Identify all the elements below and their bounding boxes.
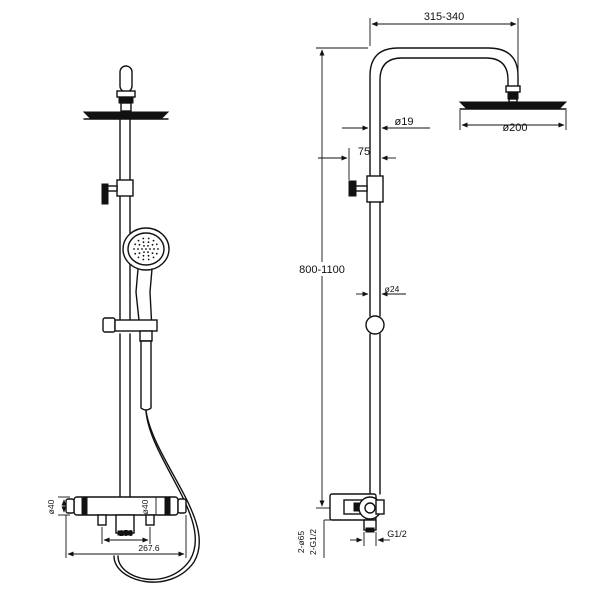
dim-mixer-height-left: ø40 xyxy=(46,499,56,514)
spray-nozzle-dot xyxy=(151,252,154,255)
spray-nozzle-dot xyxy=(152,256,155,259)
spray-nozzle-dot xyxy=(142,258,145,261)
front-hose xyxy=(113,410,201,583)
side-dim-riser-diameter: ø24 xyxy=(356,284,406,297)
spray-nozzle-dot xyxy=(147,254,150,257)
spray-nozzle-dot xyxy=(147,245,149,247)
side-dim-height-range: 800-1100 xyxy=(294,47,368,509)
spray-nozzle-dot xyxy=(143,245,145,247)
dim-mixer-height-right: ø40 xyxy=(140,499,150,514)
spray-nozzle-dot xyxy=(137,239,140,242)
spray-nozzle-dot xyxy=(157,248,159,250)
side-thermostatic-mixer xyxy=(329,493,385,533)
dim-arm-diameter: ø19 xyxy=(395,116,414,128)
dim-height-range: 800-1100 xyxy=(299,264,345,276)
dim-arm-reach: 315-340 xyxy=(424,11,464,23)
spray-nozzle-dot xyxy=(134,243,137,246)
spray-nozzle-dot xyxy=(145,248,147,250)
spray-nozzle-dot xyxy=(138,243,141,246)
front-dim-mixer-height-left: ø40 xyxy=(46,496,70,516)
front-riser-pipe xyxy=(119,118,131,499)
spray-nozzle-dot xyxy=(147,258,150,261)
spray-nozzle-dot xyxy=(134,252,137,255)
side-dim-inlet-specs: 2-ø65 2-G1/2 xyxy=(296,519,332,558)
spray-nozzle-dot xyxy=(137,248,139,250)
front-dim-inlet-spacing: 150 xyxy=(101,527,151,544)
front-rain-head xyxy=(82,111,170,120)
dim-outlet-thread: G1/2 xyxy=(387,529,407,539)
spray-nozzle-dot xyxy=(138,252,141,255)
side-dim-arm-reach: 315-340 xyxy=(369,11,519,86)
dim-inlet-spacing: 150 xyxy=(119,528,133,538)
side-dim-wall-offset: 75 xyxy=(318,146,396,180)
dim-wall-offset: 75 xyxy=(358,146,370,158)
front-top-connector xyxy=(116,65,136,112)
spray-nozzle-dot xyxy=(133,248,135,250)
side-overhead-arm xyxy=(369,47,519,177)
dim-riser-diameter: ø24 xyxy=(385,284,400,294)
front-view: ø40 ø40 150 267.6 xyxy=(46,65,201,583)
front-hand-shower xyxy=(122,227,170,331)
spray-nozzle-dot xyxy=(137,256,140,259)
front-dim-mixer-length: 267.6 xyxy=(65,515,187,558)
front-thermostatic-mixer xyxy=(65,496,187,536)
spray-nozzle-dot xyxy=(155,243,158,246)
side-diverter xyxy=(348,175,384,203)
side-slide-holder xyxy=(365,315,385,335)
dim-head-diameter: ø200 xyxy=(502,122,527,134)
spray-nozzle-dot xyxy=(141,248,143,250)
spray-nozzle-dot xyxy=(147,237,150,240)
front-diverter-knob xyxy=(101,179,134,205)
side-dim-head-diameter: ø200 xyxy=(459,110,567,134)
side-dim-outlet-thread: G1/2 xyxy=(350,529,407,546)
spray-nozzle-dot xyxy=(152,239,155,242)
spray-nozzle-dot xyxy=(147,241,150,244)
front-slide-holder xyxy=(102,317,158,342)
spray-nozzle-dot xyxy=(143,251,145,254)
side-riser-pipe xyxy=(369,201,381,495)
side-rain-head xyxy=(458,85,568,110)
spray-nozzle-dot xyxy=(142,241,145,244)
side-dim-arm-diameter: ø19 xyxy=(342,116,430,131)
dim-mixer-length: 267.6 xyxy=(138,543,160,553)
dim-side-inlet-spec: 2-ø65 xyxy=(296,531,306,553)
spray-nozzle-dot xyxy=(153,248,155,250)
dim-side-thread-spec: 2-G1/2 xyxy=(308,529,318,555)
spray-nozzle-dot xyxy=(142,254,145,257)
spray-nozzle-dot xyxy=(151,243,154,246)
front-dim-mixer-height-right: ø40 xyxy=(140,497,157,515)
front-hand-shower-handle xyxy=(140,340,152,411)
spray-nozzle-dot xyxy=(155,252,158,255)
spray-nozzle-dot xyxy=(149,248,151,250)
spray-nozzle-dot xyxy=(147,251,149,254)
spray-nozzle-dot xyxy=(142,237,145,240)
side-view: 315-340 ø19 ø200 75 8 xyxy=(294,11,568,558)
